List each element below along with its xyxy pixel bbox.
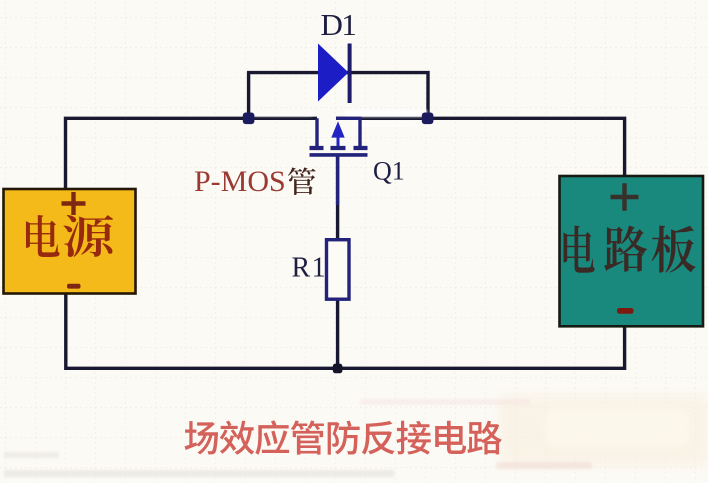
svg-text:D1: D1	[321, 7, 356, 42]
svg-text:R1: R1	[292, 253, 328, 284]
svg-text:Q1: Q1	[373, 157, 405, 186]
svg-text:P-MOS: P-MOS	[194, 165, 286, 198]
